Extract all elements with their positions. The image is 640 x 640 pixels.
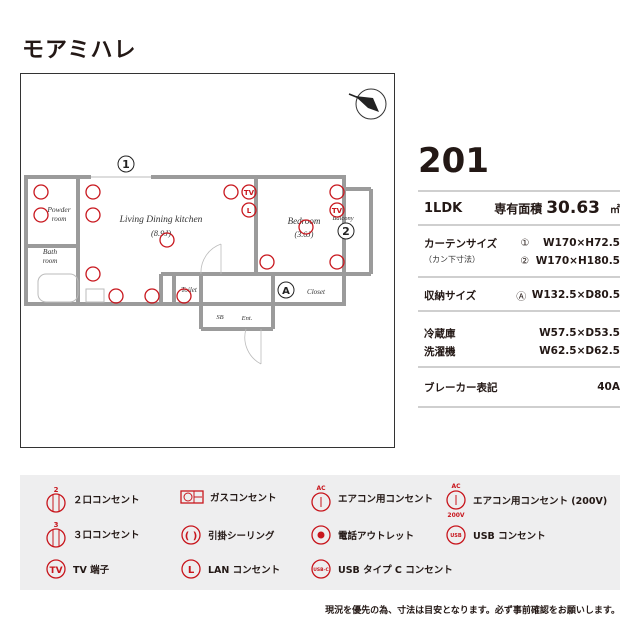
floor-plan: 1 Living Dining kitchen [20, 73, 395, 448]
legend-item-tv: TV TV 端子 [45, 558, 109, 580]
svg-text:TV: TV [49, 566, 62, 576]
legend-item-outlet-3: 3 ３口コンセント [45, 520, 140, 548]
area-unit: ㎡ [610, 205, 620, 216]
svg-text:A: A [282, 286, 290, 297]
floor-plan-drawing: 1 Living Dining kitchen [24, 88, 387, 365]
svg-text:AC: AC [451, 483, 461, 490]
ceiling-hook-icon: ( ) [181, 525, 201, 545]
lan-outlet-icon: L [181, 559, 201, 579]
svg-text:Bath: Bath [43, 247, 57, 256]
gas-outlet-icon [180, 490, 204, 504]
svg-text:(8.9J): (8.9J) [151, 228, 171, 238]
phone-outlet-icon [311, 525, 331, 545]
layout-row: 1LDK 専有面積 30.63 ㎡ [418, 190, 620, 224]
svg-text:room: room [52, 215, 67, 223]
tv-terminal-icon: TV [46, 559, 66, 579]
washer-value: W62.5×D62.5 [539, 345, 620, 357]
svg-text:200V: 200V [447, 512, 465, 519]
svg-text:Powder: Powder [46, 205, 70, 214]
svg-text:1: 1 [122, 158, 130, 171]
svg-text:SB: SB [216, 314, 223, 321]
curtain-size: カーテンサイズ ① W170×H72.5 （カン下寸法） ② W170×H180… [424, 237, 620, 267]
unit-number: 201 [418, 141, 489, 181]
legend-item-ceiling: ( ) 引掛シーリング [180, 524, 275, 546]
svg-text:USB-C: USB-C [313, 567, 329, 573]
svg-text:L: L [188, 565, 195, 576]
appliance-sizes: 冷蔵庫 W57.5×D53.5 洗濯機 W62.5×D62.5 [424, 327, 620, 358]
svg-text:TV: TV [332, 207, 343, 215]
storage-size: 収納サイズ Ⓐ W132.5×D80.5 [424, 289, 620, 303]
property-name: モアミハレ [22, 38, 137, 63]
legend-item-outlet-2: 2 ２口コンセント [45, 485, 140, 513]
compass-icon [348, 88, 387, 120]
legend-item-phone: 電話アウトレット [310, 524, 414, 546]
svg-text:3: 3 [54, 521, 59, 529]
legend-item-lan: L LAN コンセント [180, 558, 280, 580]
outlet-3-icon: 3 [46, 521, 66, 548]
window-2-marker: 2 [337, 222, 355, 240]
curtain-sublabel: （カン下寸法） [424, 254, 480, 264]
svg-text:(3.6J): (3.6J) [295, 230, 314, 239]
svg-text:Closet: Closet [307, 288, 326, 296]
svg-text:Balcony: Balcony [332, 215, 353, 222]
svg-text:Toilet: Toilet [181, 286, 198, 294]
svg-text:2: 2 [54, 486, 59, 494]
legend-item-usb-c: USB-C USB タイプ C コンセント [310, 558, 453, 580]
svg-text:Bedroom: Bedroom [288, 216, 321, 226]
curtain-1-value: W170×H72.5 [543, 237, 620, 249]
svg-text:Living Dining kitchen: Living Dining kitchen [119, 215, 203, 225]
curtain-label: カーテンサイズ [424, 237, 498, 250]
legend-item-gas-outlet: ガスコンセント [180, 489, 277, 505]
ac-200v-outlet-icon: AC 200V [446, 483, 466, 519]
legend-item-usb: USB USB コンセント [445, 524, 546, 546]
area-label: 専有面積 [494, 202, 543, 216]
svg-text:Ent.: Ent. [241, 315, 253, 322]
outlet-2-icon: 2 [46, 486, 66, 513]
breaker: ブレーカー表記 40A [424, 381, 620, 394]
svg-text:AC: AC [316, 485, 326, 492]
storage-value: W132.5×D80.5 [531, 289, 620, 301]
svg-text:2: 2 [342, 225, 350, 238]
area-value: 30.63 [546, 198, 600, 218]
disclaimer-note: 現況を優先の為、寸法は目安となります。必ず事前確認をお願いします。 [325, 606, 620, 616]
breaker-value: 40A [597, 381, 620, 393]
fridge-value: W57.5×D53.5 [539, 327, 620, 339]
layout-type: 1LDK [424, 200, 463, 216]
legend-item-ac-outlet: AC エアコン用コンセント [310, 483, 433, 513]
curtain-2-value: W170×H180.5 [535, 255, 620, 267]
ac-outlet-icon: AC [311, 485, 331, 512]
usb-c-outlet-icon: USB-C [311, 559, 331, 579]
svg-text:USB: USB [450, 533, 462, 539]
svg-text:room: room [43, 257, 58, 265]
svg-text:( ): ( ) [185, 531, 198, 542]
svg-text:L: L [247, 207, 252, 215]
window-1-marker: 1 [117, 155, 135, 173]
usb-outlet-icon: USB [446, 525, 466, 545]
svg-text:TV: TV [244, 189, 255, 197]
closet-a-marker: A [277, 281, 295, 299]
unit-info-panel: 201 1LDK 専有面積 30.63 ㎡ カーテンサイズ ① W170×H72… [418, 140, 620, 408]
outlet-markers [33, 184, 345, 304]
